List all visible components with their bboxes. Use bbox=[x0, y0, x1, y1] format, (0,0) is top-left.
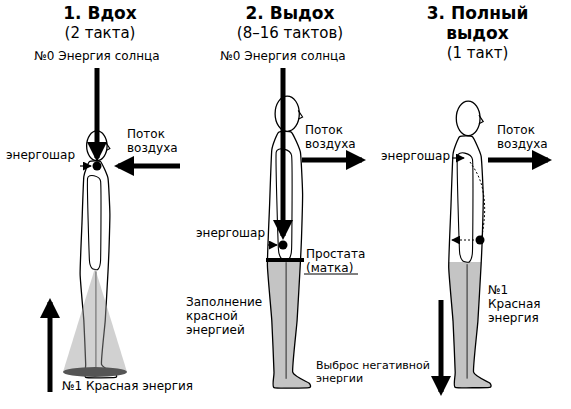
annotation: Поток воздуха bbox=[127, 128, 189, 156]
body-outline bbox=[449, 136, 491, 388]
annotation: Поток воздуха bbox=[305, 124, 367, 152]
pointer-arrow bbox=[452, 157, 464, 158]
annotation: энергошар bbox=[6, 149, 78, 163]
head-outline bbox=[275, 96, 299, 131]
arm-outline bbox=[87, 175, 101, 269]
sun-energy-arrow bbox=[95, 68, 100, 158]
annotation: №1 Красная энергия bbox=[62, 380, 222, 394]
red-energy-fill bbox=[245, 260, 325, 409]
annotation: Заполнение красной энергией bbox=[186, 296, 268, 337]
arm-outline bbox=[457, 153, 473, 262]
nose bbox=[479, 115, 483, 124]
negative-energy-arrow bbox=[439, 300, 444, 392]
annotation: Поток воздуха bbox=[497, 124, 561, 152]
pointer-arrow bbox=[268, 244, 277, 245]
red-energy-arrow bbox=[48, 302, 53, 392]
annotation: Простата (матка) bbox=[306, 248, 368, 276]
annotation: №0 Энергия солнца bbox=[208, 50, 358, 64]
energy-cone-base bbox=[63, 367, 127, 377]
human-figure bbox=[426, 101, 506, 409]
step-heading: (1 такт) bbox=[420, 45, 535, 62]
annotation: энергошар bbox=[196, 227, 268, 241]
energy-path bbox=[452, 240, 478, 241]
air-flow-arrow bbox=[302, 158, 362, 163]
annotation: Выброс негативной энергии bbox=[316, 360, 434, 385]
step-heading: (8–16 тактов) bbox=[215, 25, 365, 42]
sun-energy-arrow bbox=[281, 68, 286, 236]
nose bbox=[298, 110, 302, 119]
annotation: №0 Энергия солнца bbox=[22, 50, 172, 64]
energy-path bbox=[470, 162, 485, 236]
energy-cone bbox=[63, 268, 127, 372]
step-heading: (2 такта) bbox=[35, 25, 165, 42]
step-heading: 2. Выдох bbox=[220, 4, 360, 24]
energy-ball bbox=[93, 162, 102, 171]
air-flow-arrow bbox=[488, 158, 548, 163]
annotation: №1 Красная энергия bbox=[488, 284, 564, 325]
nose bbox=[106, 143, 110, 150]
prostate-bar bbox=[266, 258, 304, 262]
head-outline bbox=[456, 101, 480, 136]
leg-line bbox=[286, 262, 287, 379]
energy-ball bbox=[279, 241, 288, 250]
air-flow-arrow bbox=[118, 164, 180, 169]
pointer-arrow bbox=[80, 165, 91, 166]
leg-line bbox=[467, 264, 468, 378]
annotation: энергошар bbox=[381, 150, 453, 164]
step-heading: 3. Полный выдох bbox=[420, 4, 535, 43]
step-heading: 1. Вдох bbox=[35, 4, 165, 24]
